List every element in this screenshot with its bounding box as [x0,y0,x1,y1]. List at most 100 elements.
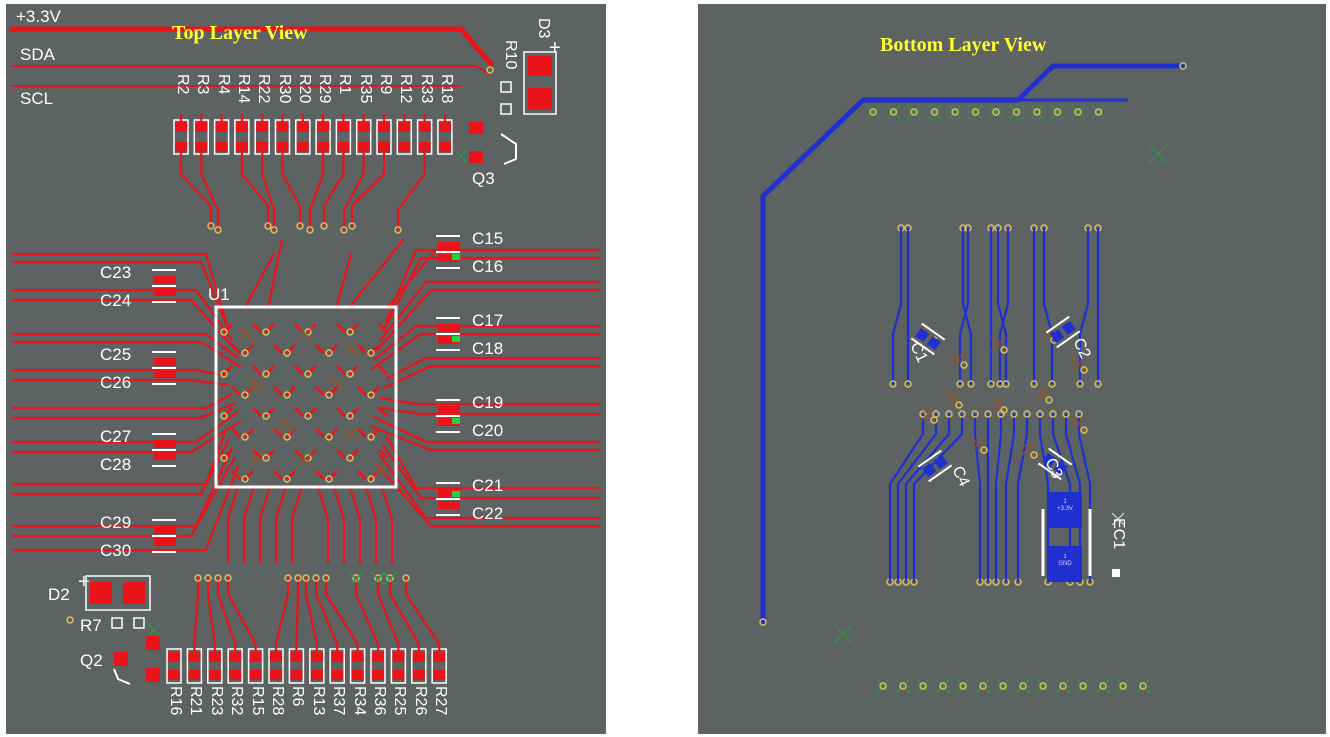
bga-fanout [265,407,275,417]
bga-fanout [349,323,359,333]
resistor-pad [175,142,187,152]
cap-label-c15: C15 [472,229,504,248]
trace [216,578,237,652]
resistor-label-r18: R18 [437,74,455,104]
resistor-pad [175,122,187,132]
smd-cap [1037,447,1073,481]
via [1033,108,1041,116]
cap-pad-marker [452,254,460,260]
via [971,410,979,418]
via [1010,410,1018,418]
resistor-label-r25: R25 [391,686,409,716]
top-layer-panel: Top Layer View +3.3V SDA SCL U1 D3 + R10… [6,4,606,734]
cap-label-c19: C19 [472,393,504,412]
via [325,475,333,483]
trace [998,228,1010,384]
cap-pad [168,370,176,378]
resistor-pad [438,122,451,132]
via [394,226,402,234]
trace [12,393,233,410]
via [1053,108,1062,116]
trace [12,288,233,341]
via [984,410,992,418]
resistor-label-r4: R4 [214,74,232,95]
via [919,410,927,418]
via [999,682,1007,690]
resistor-label-r15: R15 [248,686,266,716]
cap-label-c22: C22 [472,504,504,523]
resistor-pad [337,142,350,152]
cap-pad [168,452,176,460]
resistor-pad [229,670,242,680]
resistor-pad [317,122,330,132]
resistor-pad [331,652,344,662]
ratsnest-mark [248,451,264,467]
bga-fanout [307,407,317,417]
trace [404,578,441,652]
r7-pad [111,617,123,629]
resistor-pad [310,670,323,680]
trace [200,152,220,230]
ratsnest-mark [875,678,891,694]
via [955,401,963,409]
cap-pad [1050,329,1065,343]
ratsnest-mark [945,391,961,407]
trace [243,253,275,310]
bga-fanout [223,449,233,459]
cap-pad-marker [452,491,460,497]
ratsnest-mark [995,678,1011,694]
cap-label-c27: C27 [100,427,132,446]
via [979,682,987,690]
cap-pad [168,440,176,448]
trace [261,152,276,230]
bga-fanout [286,470,296,480]
via [1000,346,1008,354]
via [367,349,375,357]
via [194,574,202,582]
via [220,412,228,420]
ratsnest-mark [298,326,314,342]
resistor-pad [331,670,344,680]
ratsnest-mark [1070,356,1086,372]
via [270,226,278,234]
via [967,380,975,388]
cap-pad [922,463,937,477]
via [304,328,312,336]
bga-fanout [315,470,325,480]
bga-fanout [378,449,388,459]
via [759,618,767,626]
trace [12,456,236,538]
q2-pad [114,652,128,666]
ratsnest-mark [906,104,922,120]
cap-pad [915,328,930,342]
trace [347,238,405,310]
resistor-pad [188,652,201,662]
trace [373,324,600,361]
cap-pad [1042,453,1057,467]
ratsnest-mark [1050,104,1065,120]
top-layer-title: Top Layer View [172,22,308,44]
resistor-pad [357,142,370,152]
cap-label-c23: C23 [100,263,132,282]
ratsnest-mark [238,326,254,342]
via [367,391,375,399]
via [869,108,877,116]
cap-label-c25: C25 [100,345,132,364]
via [1179,62,1187,70]
resistor-pad [337,122,350,132]
via [910,108,918,116]
resistor-outline [166,648,182,684]
resistor-pad [412,670,425,680]
trace [266,239,284,310]
resistor-pad [398,142,411,152]
resistor-pad [270,670,282,680]
bga-fanout [244,470,254,480]
resistor-label-r35: R35 [356,74,374,104]
bga-fanout [378,365,388,375]
bga-fanout [370,386,380,396]
d2-pad [123,582,145,604]
resistor-pad [249,652,262,662]
bga-fanout [265,449,275,459]
resistor-pad [418,122,431,132]
